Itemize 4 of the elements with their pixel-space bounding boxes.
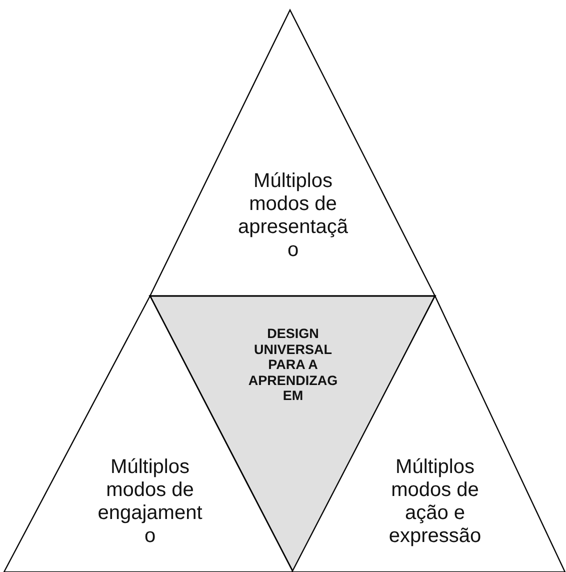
triangle-label: Múltiplos modos de apresentação xyxy=(236,170,350,262)
triangle-label: Múltiplos modos de engajamento xyxy=(96,456,204,548)
triangle-label: Múltiplos modos de ação e expressão xyxy=(388,456,482,548)
triangle-label: DESIGN UNIVERSAL PARA A APRENDIZAGEM xyxy=(247,326,339,404)
